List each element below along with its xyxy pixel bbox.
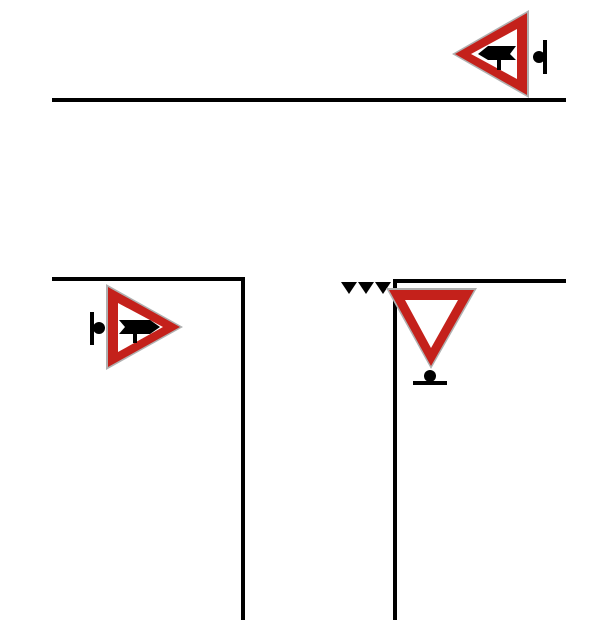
priority-symbol <box>119 320 160 343</box>
yield-tooth-1 <box>341 282 357 294</box>
yield-line-markings <box>341 282 391 294</box>
sign-face <box>405 300 458 348</box>
priority-road-sign-icon <box>90 284 183 370</box>
sign-post <box>424 370 436 382</box>
yield-sign-icon <box>386 288 477 385</box>
left-road-corner <box>52 277 245 620</box>
yield-tooth-3 <box>375 282 391 294</box>
priority-road-sign-icon <box>452 10 547 98</box>
sign-post-base <box>93 322 105 334</box>
road-edges <box>52 98 566 620</box>
priority-symbol <box>478 46 516 70</box>
right-road-corner <box>393 279 566 620</box>
sign-post-base <box>533 51 545 63</box>
yield-tooth-2 <box>358 282 374 294</box>
